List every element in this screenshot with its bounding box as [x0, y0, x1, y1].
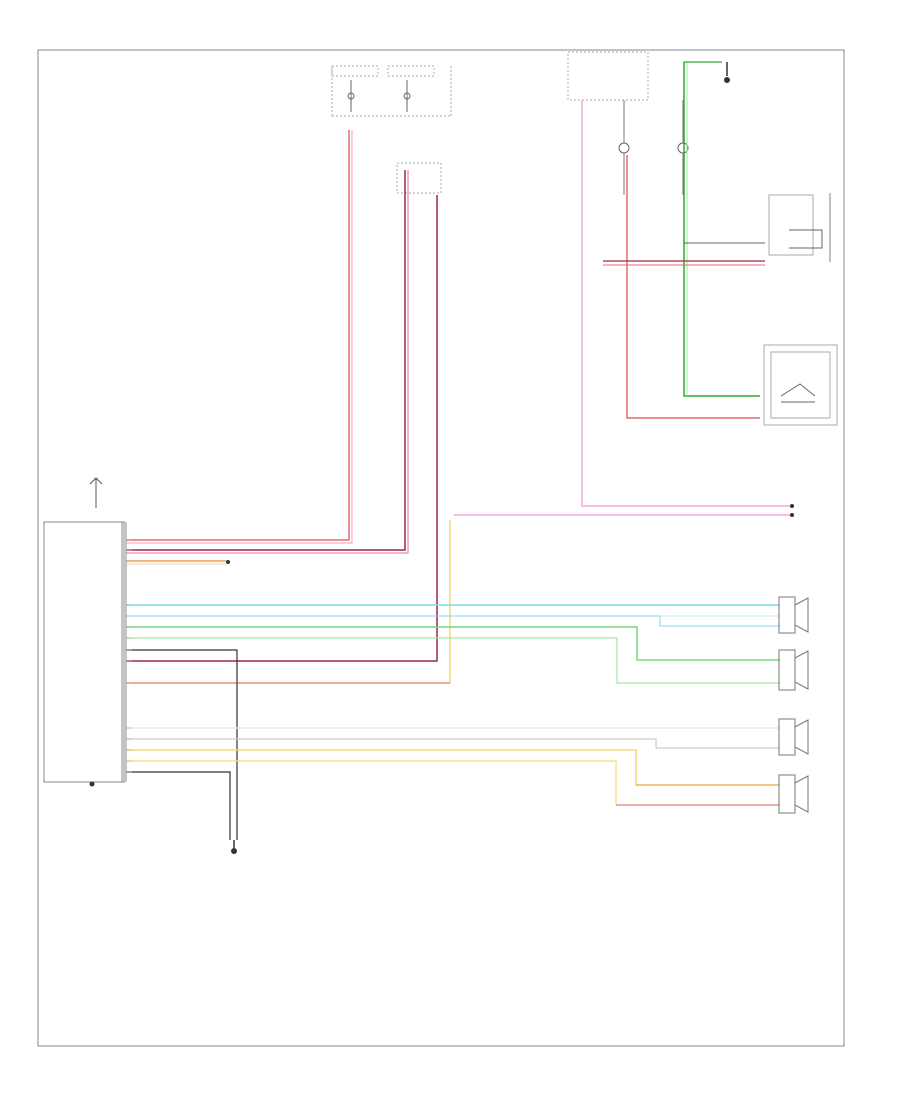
- ground-icon: [231, 840, 237, 854]
- wire-ignition-feed-b: [126, 170, 409, 554]
- wire-rf-speaker-neg: [126, 615, 780, 627]
- fuse-block-right: [567, 51, 689, 195]
- ground-icon: [724, 62, 730, 83]
- splice-connector: [396, 162, 442, 194]
- rear-connector: [790, 504, 794, 517]
- left-speaker-relay: [768, 193, 831, 262]
- ground-icon: [89, 781, 95, 787]
- speaker-icon: [778, 718, 809, 756]
- wire-relay-feed: [626, 155, 760, 419]
- diagram-frame: [37, 49, 845, 1047]
- wire-ground-1: [126, 649, 238, 840]
- door-speaker-relay: [763, 344, 838, 426]
- wire-amp-remote: [126, 195, 438, 662]
- wire-lf-speaker-pos: [126, 626, 780, 661]
- wire-rr-speaker-neg: [126, 760, 780, 806]
- wire-lf-speaker-neg: [126, 637, 780, 684]
- speaker-icon: [778, 649, 809, 691]
- wire-battery-feed: [126, 130, 350, 541]
- relay-icon: [226, 560, 230, 564]
- wire-rr-speaker-pos: [126, 749, 780, 786]
- wire-illumination: [126, 520, 451, 684]
- fuse-block-hot-at-all-times: [331, 65, 452, 117]
- speaker-icon: [778, 596, 809, 634]
- speaker-icon: [778, 774, 809, 814]
- radio-unit: [43, 521, 127, 783]
- fuse-icon: [403, 80, 411, 112]
- wire-battery-feed-b: [126, 130, 353, 544]
- wire-lr-speaker-neg: [126, 738, 780, 749]
- wire-relay-ground: [683, 62, 760, 397]
- wire-pink-rear: [581, 100, 790, 507]
- radio-pin-markers: [126, 539, 132, 773]
- fuse-icon: [347, 80, 355, 112]
- wire-ground-2: [126, 771, 231, 840]
- antenna-icon: [89, 477, 103, 508]
- wire-ignition-feed: [126, 170, 406, 551]
